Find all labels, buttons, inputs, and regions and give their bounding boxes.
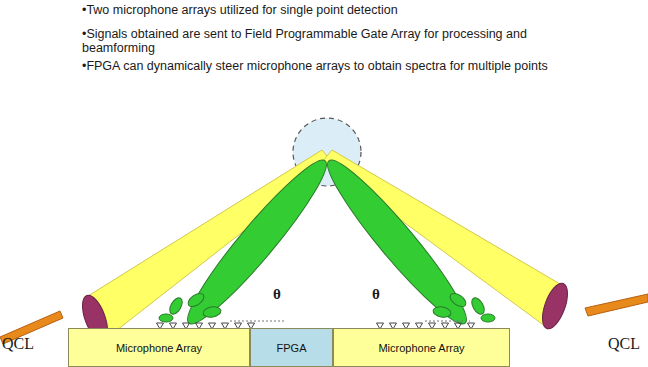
fpga-box: FPGA (250, 328, 333, 367)
microphone-array-box: Microphone Array (68, 328, 250, 367)
node-text: FPGA (273, 342, 311, 354)
beam-lobes (159, 150, 338, 334)
laser-label: QCL (2, 335, 34, 353)
bullet-note: •Two microphone arrays utilized for sing… (82, 3, 622, 17)
angle-label: θ (372, 286, 380, 303)
reference-line (425, 321, 470, 322)
lens (537, 280, 572, 332)
laser-label: QCL (608, 335, 640, 353)
reference-line (230, 321, 285, 322)
beam-lobes (316, 150, 495, 334)
angle-label: θ (273, 286, 281, 303)
bullet-note: •Signals obtained are sent to Field Prog… (82, 27, 587, 55)
node-text: Microphone Array (374, 342, 468, 354)
bullet-note: •FPGA can dynamically steer microphone a… (82, 59, 587, 73)
qcl-laser (585, 294, 648, 316)
microphone-array-box: Microphone Array (333, 328, 510, 367)
node-text: Microphone Array (112, 342, 206, 354)
